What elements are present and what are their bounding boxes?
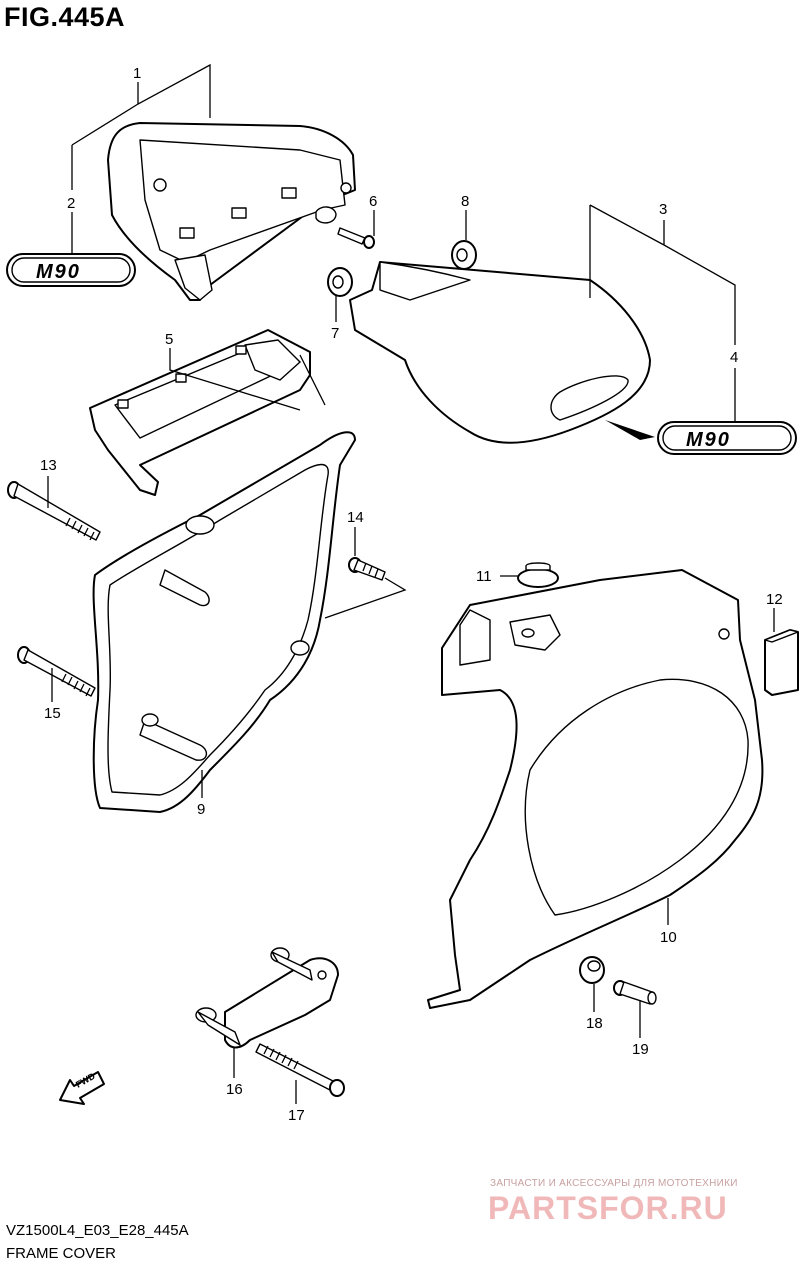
callout-5: 5	[165, 331, 173, 348]
part-3-side-cover	[349, 261, 651, 444]
leader-lines	[47, 63, 775, 1104]
part-17-bolt	[255, 1043, 345, 1097]
part-4-emblem: M90	[657, 421, 797, 455]
part-13-bolt	[7, 481, 101, 541]
part-16-bracket	[195, 947, 339, 1049]
callout-16: 16	[226, 1081, 243, 1098]
part-9-frame-plate	[92, 431, 356, 813]
part-8-grommet	[451, 240, 477, 270]
callout-12: 12	[766, 591, 783, 608]
callout-numbers: 1 2 3 4 5 6 7 8 9 10 11 12 13 14 15 16 1…	[40, 65, 783, 1124]
part-11-grommet	[517, 562, 559, 588]
part-19-screw	[613, 980, 657, 1005]
callout-11: 11	[476, 568, 492, 585]
watermark-tagline: ЗАПЧАСТИ И АКСЕССУАРЫ ДЛЯ МОТОТЕХНИКИ	[490, 1178, 738, 1189]
callout-2: 2	[67, 195, 75, 212]
part-12-block	[764, 629, 799, 696]
part-1-frame-cover-upper-left	[107, 122, 356, 301]
emblem-2-text: M90	[36, 261, 81, 283]
callout-10: 10	[660, 929, 677, 946]
callout-1: 1	[133, 65, 141, 82]
fwd-arrow: FWD	[59, 1071, 105, 1105]
diagram-name: FRAME COVER	[6, 1245, 117, 1262]
watermark-brand: PARTSFOR.RU	[488, 1190, 728, 1226]
callout-19: 19	[632, 1041, 649, 1058]
part-14-bolt	[348, 557, 386, 581]
part-5-bracket	[89, 329, 311, 496]
callout-3: 3	[659, 201, 667, 218]
callout-7: 7	[331, 325, 339, 342]
diagram-code: VZ1500L4_E03_E28_445A	[6, 1222, 189, 1239]
part-7-grommet	[327, 267, 353, 297]
callout-8: 8	[461, 193, 469, 210]
emblem-4-pointer	[605, 420, 655, 440]
figure-title: FIG.445A	[4, 2, 126, 32]
callout-17: 17	[288, 1107, 305, 1124]
part-2-emblem: M90	[6, 253, 136, 287]
emblem-4-text: M90	[686, 429, 731, 451]
callout-18: 18	[586, 1015, 603, 1032]
part-15-bolt	[17, 646, 96, 697]
callout-9: 9	[197, 801, 205, 818]
part-10-lower-cover	[427, 569, 764, 1009]
part-18-grommet	[579, 956, 605, 984]
callout-4: 4	[730, 349, 738, 366]
callout-14: 14	[347, 509, 364, 526]
callout-6: 6	[369, 193, 377, 210]
callout-13: 13	[40, 457, 57, 474]
callout-15: 15	[44, 705, 61, 722]
part-6-screw	[337, 227, 375, 249]
